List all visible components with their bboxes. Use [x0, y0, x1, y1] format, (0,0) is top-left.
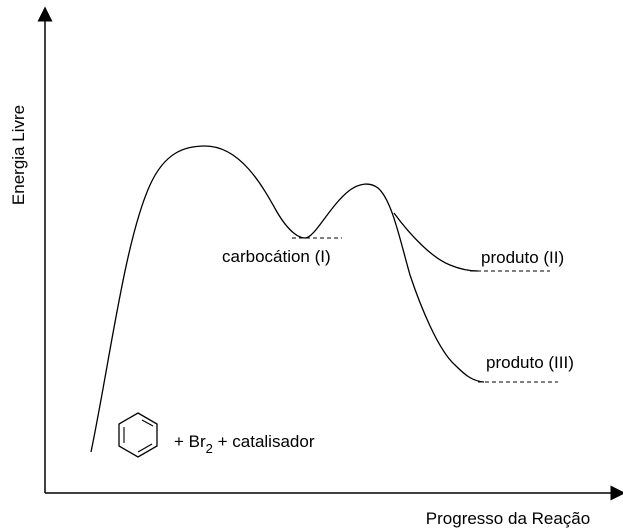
- product-3-label: produto (III): [486, 353, 574, 372]
- reactant-label: + Br2 + catalisador: [174, 432, 315, 456]
- y-axis-title: Energia Livre: [9, 105, 28, 205]
- carbocation-label: carbocátion (I): [222, 247, 331, 266]
- benzene-ring-icon: [118, 412, 158, 458]
- reactant-rest: + catalisador: [213, 432, 315, 451]
- x-axis-title: Progresso da Reação: [426, 509, 590, 528]
- energy-curve-main: [90, 145, 485, 453]
- reactant-subscript: 2: [206, 441, 213, 456]
- reactant-plus-br: + Br: [174, 432, 206, 451]
- product-2-label: produto (II): [481, 248, 564, 267]
